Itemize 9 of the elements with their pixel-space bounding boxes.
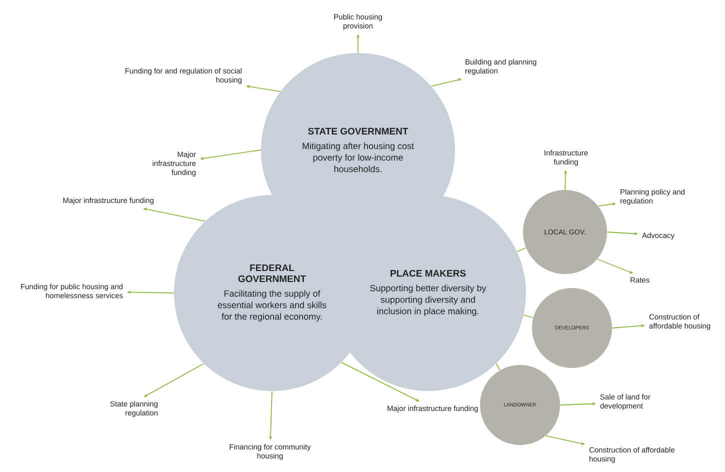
node-label: FEDERAL GOVERNMENT bbox=[238, 264, 306, 282]
connector-line bbox=[496, 363, 500, 371]
node-label: Facilitating the supply of essential workers and skills for the regional economy. bbox=[218, 290, 326, 322]
connector-line bbox=[523, 314, 534, 318]
node-label: Mitigating after housing cost poverty for low-income households. bbox=[302, 142, 414, 172]
connector-line bbox=[516, 247, 526, 252]
node-label: STATE GOVERNMENT bbox=[308, 128, 408, 135]
node-label: Supporting better diversity by supporting diversity and inclusion in place making. bbox=[370, 284, 486, 316]
node-label: PLACE MAKERS bbox=[390, 270, 466, 277]
